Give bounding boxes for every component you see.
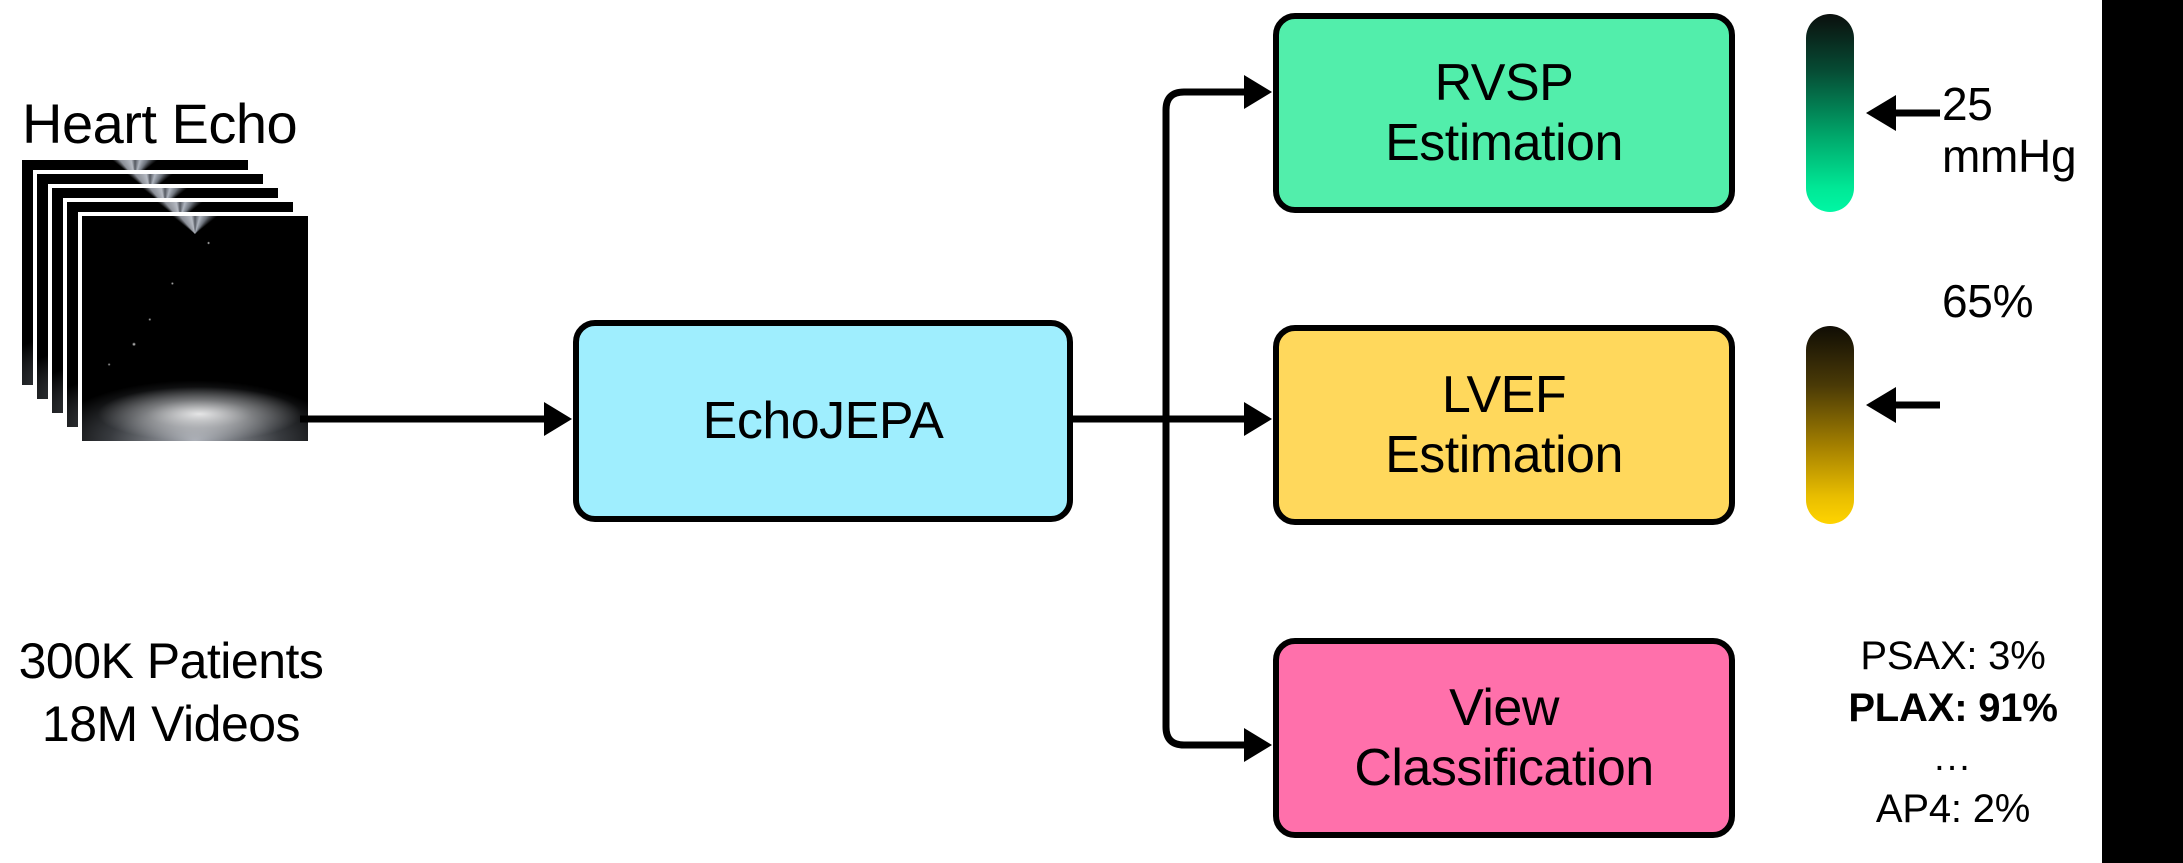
rvsp-readout-unit: mmHg [1942,130,2077,183]
node-lvef-label-line-2: Estimation [1385,426,1623,484]
view-readout-row: PSAX: 3% [1860,634,2046,678]
arrowhead-encoder-to-rvsp [1244,75,1272,109]
input-section: Heart Echo 300K P [0,0,460,863]
node-echojepa-label: EchoJEPA [702,391,944,450]
node-rvsp-label-line-1: RVSP [1434,53,1574,112]
lvef-gauge-bar [1806,326,1854,524]
arrowhead-encoder-to-view [1244,728,1272,762]
view-readout-row: PLAX: 91% [1848,686,2058,730]
node-rvsp-label: RVSP Estimation [1385,53,1623,174]
node-rvsp-estimation[interactable]: RVSP Estimation [1273,13,1735,213]
node-rvsp-label-line-2: Estimation [1385,114,1623,172]
echo-video-stack [22,160,322,441]
lvef-readout-value: 65% [1942,275,2034,327]
node-echojepa[interactable]: EchoJEPA [573,320,1073,522]
left-arrow-icon-rvsp [1866,95,1896,131]
arrowhead-input-to-encoder [544,402,572,436]
node-lvef-estimation[interactable]: LVEF Estimation [1273,325,1735,525]
node-view-label: View Classification [1354,678,1654,799]
node-lvef-label: LVEF Estimation [1385,365,1623,486]
dataset-caption-line-1: 300K Patients [18,633,324,689]
edge-encoder-to-view [1162,419,1256,749]
view-readout-row: ... [1934,737,1972,779]
node-view-classification[interactable]: View Classification [1273,638,1735,838]
node-view-label-line-1: View [1449,678,1559,737]
dataset-caption: 300K Patients 18M Videos [6,630,336,756]
heart-echo-title: Heart Echo [22,92,298,155]
left-arrow-icon-lvef [1866,387,1896,423]
node-view-label-line-2: Classification [1354,739,1654,797]
dataset-caption-line-2: 18M Videos [41,696,301,752]
echo-frame [82,216,308,441]
view-classification-readout: PSAX: 3% PLAX: 91% ... AP4: 2% [1808,630,2098,835]
arrowhead-encoder-to-lvef [1244,402,1272,436]
ultrasound-speckle [82,216,308,441]
rvsp-readout: 25 mmHg [1942,78,2077,183]
edge-encoder-to-rvsp [1162,88,1256,419]
right-black-band [2102,0,2183,863]
rvsp-readout-value: 25 [1942,78,1993,130]
rvsp-gauge-bar [1806,14,1854,212]
node-lvef-label-line-1: LVEF [1441,365,1567,424]
lvef-readout: 65% [1942,275,2033,327]
view-readout-row: AP4: 2% [1875,787,2031,832]
